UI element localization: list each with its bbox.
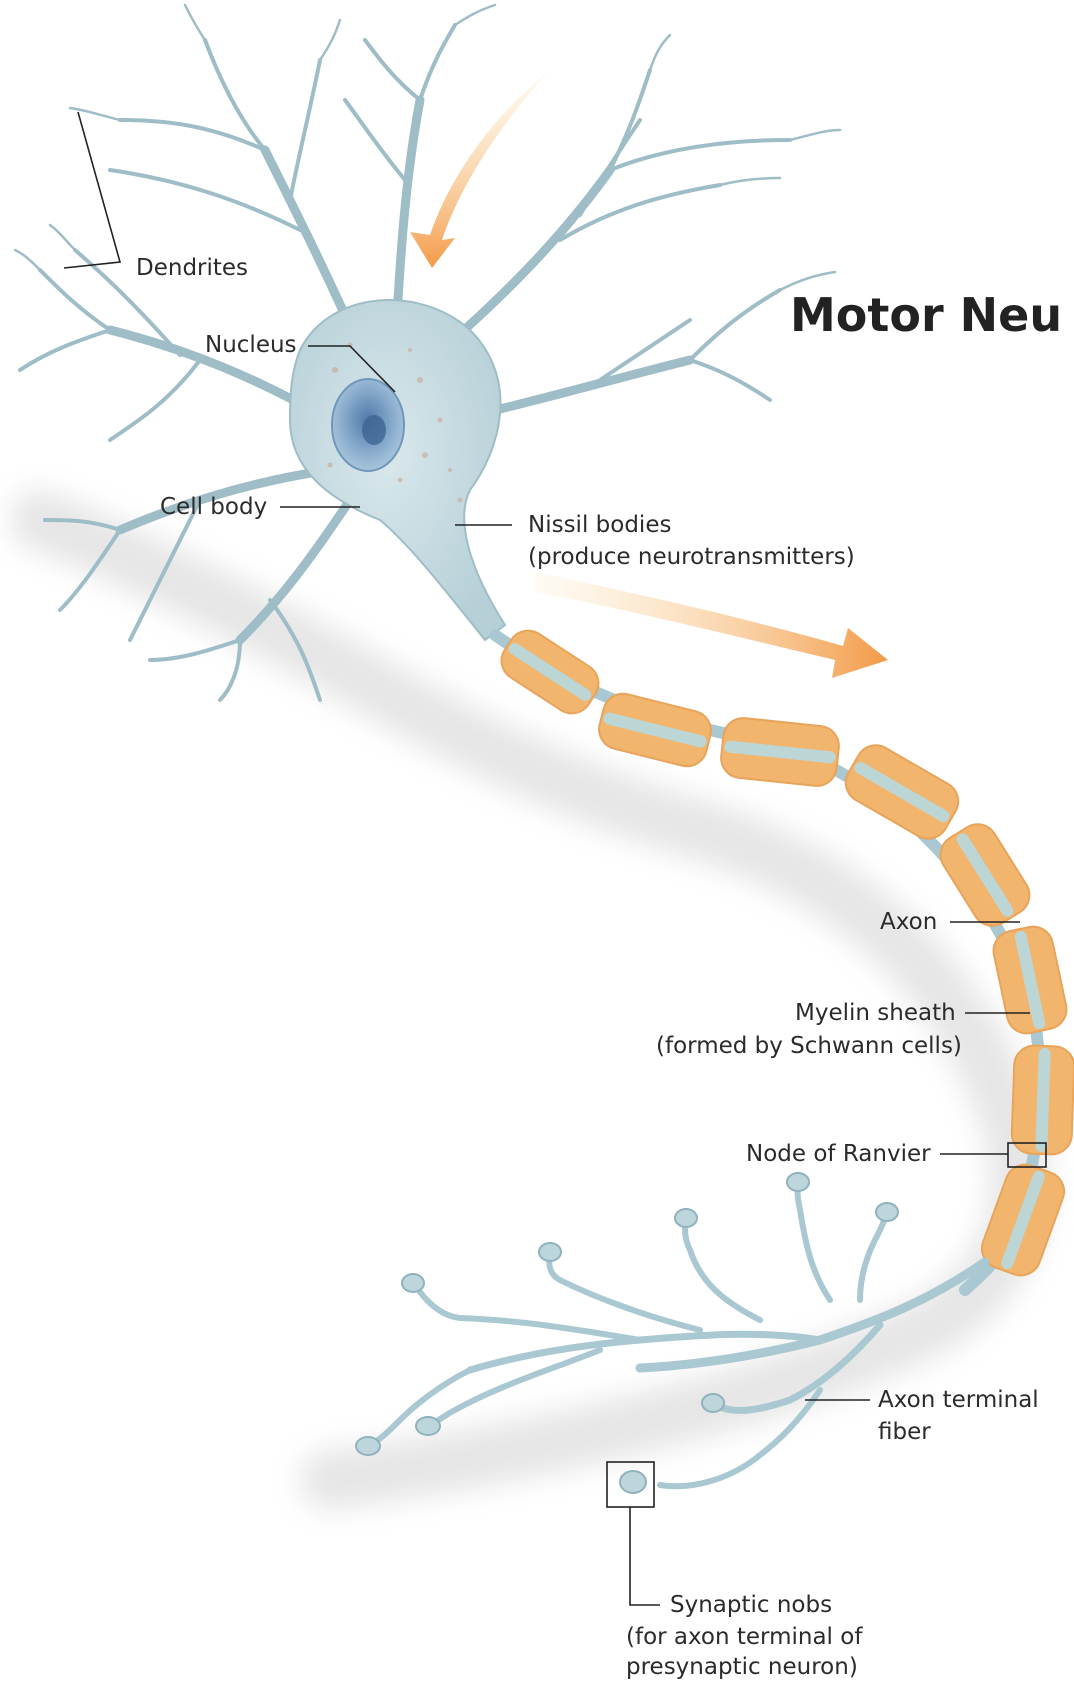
label-myelin-sheath: Myelin sheath <box>795 997 956 1029</box>
label-dendrites: Dendrites <box>136 252 248 284</box>
myelin-segment <box>990 923 1070 1037</box>
myelin-segment <box>719 716 841 788</box>
label-nissil-note: (produce neurotransmitters) <box>528 541 855 573</box>
myelin-segment <box>494 623 606 721</box>
signal-arrow-dendrite <box>410 72 548 268</box>
label-synaptic-note-1: (for axon terminal of <box>626 1621 862 1653</box>
leader-synaptic <box>630 1507 660 1605</box>
label-axon: Axon <box>880 906 937 938</box>
myelin-segment <box>839 738 966 846</box>
label-axon-terminal-fiber: fiber <box>878 1416 931 1448</box>
label-myelin-note: (formed by Schwann cells) <box>656 1030 962 1062</box>
page-title: Motor Neu <box>790 288 1062 342</box>
myelin-segment <box>1011 1045 1074 1155</box>
label-nucleus: Nucleus <box>205 329 297 361</box>
myelin-sheath <box>494 623 1074 1281</box>
myelin-segment <box>933 817 1037 934</box>
label-nissil-bodies: Nissil bodies <box>528 509 671 541</box>
label-cell-body: Cell body <box>160 491 267 523</box>
label-node-of-ranvier: Node of Ranvier <box>746 1138 931 1170</box>
cell-body <box>290 300 505 640</box>
signal-arrow-axon <box>535 572 888 678</box>
label-axon-terminal: Axon terminal <box>878 1384 1039 1416</box>
nucleolus <box>362 415 386 445</box>
leader-dendrites <box>64 112 120 268</box>
myelin-segment <box>595 690 715 771</box>
label-synaptic-note-2: presynaptic neuron) <box>626 1651 858 1683</box>
label-synaptic-nobs: Synaptic nobs <box>670 1589 832 1621</box>
